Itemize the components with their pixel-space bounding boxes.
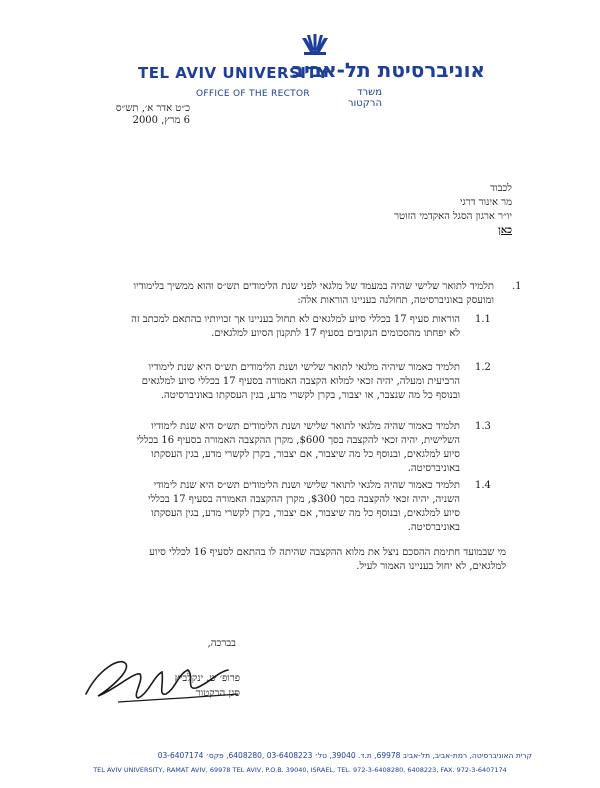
handwritten-signature	[78, 650, 248, 714]
item-text: תלמיד כאמור שהיה מלגאי לתואר שלישי ושנת …	[136, 421, 461, 474]
signatory-title: סגן הרקטור	[195, 688, 240, 699]
item-text: תלמיד לתואר שלישי שהיה במעמד של מלגאי לפ…	[133, 281, 494, 306]
item-number: 1.2	[475, 362, 491, 373]
recipient-salutation: לכבוד	[490, 183, 512, 194]
footer-address-he: קרית האוניברסיטה, רמת-אביב, תל-אביב 6997…	[157, 751, 532, 760]
signature-closing: בברכה,	[207, 638, 236, 649]
university-logo	[298, 32, 332, 86]
item-text: תלמיד כאמור שיהיה מלגאי לתואר שלישי ושנת…	[141, 362, 460, 401]
date-hebrew: כ״ט אדר א׳, תש״ס	[115, 103, 190, 114]
item-text: הוראות סעיף 17 בכללי סיוע למלגאים לא תחו…	[131, 314, 460, 339]
recipient-name: מר אינור דרגי	[459, 197, 512, 208]
date-gregorian: 6 מרץ, 2000	[132, 115, 190, 126]
closing-note: מי שבמועד חתימת ההסכם ניצל את מלוא ההקצב…	[149, 547, 506, 572]
recipient-location: כאן	[498, 225, 512, 236]
item-text: תלמיד כאמור שהיה מלגאי לתואר שלישי ושנת …	[147, 480, 460, 533]
office-name-he: משרד הרקטור	[347, 87, 382, 109]
item-number: 1.3	[475, 421, 491, 432]
item-number: .1	[512, 281, 522, 292]
office-name-en: OFFICE OF THE RECTOR	[196, 89, 310, 99]
item-number: 1.4	[475, 480, 491, 491]
university-name-he: אוניברסיטת תל-אביב	[291, 58, 485, 82]
item-number: 1.1	[475, 314, 491, 325]
signatory-name: פרופ׳ ש. ינקלביץ	[174, 673, 240, 684]
recipient-position: יו״ר ארגון הסגל האקדמי הזוטר	[394, 211, 512, 222]
footer-address-en: TEL AVIV UNIVERSITY, RAMAT AVIV, 69978 T…	[93, 766, 507, 774]
university-name-en: TEL AVIV UNIVERSITY	[138, 64, 329, 82]
